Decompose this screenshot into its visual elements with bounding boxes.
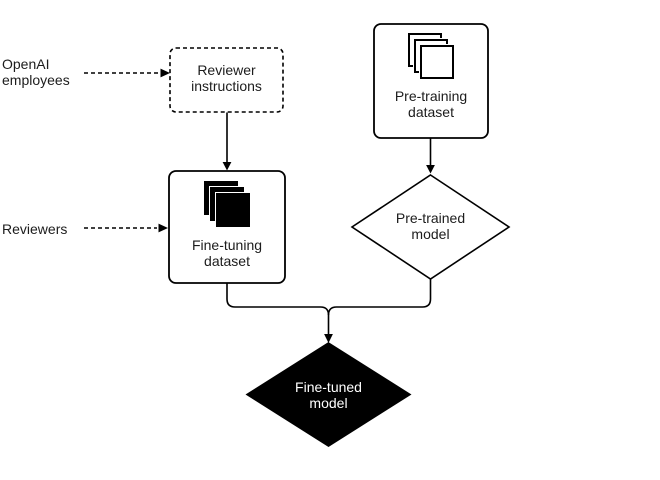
label-line: Fine-tuned [295, 379, 362, 395]
node-fine-tuning-dataset-label: Fine-tuning dataset [169, 237, 285, 269]
node-pre-training-dataset-shape [373, 23, 489, 139]
label-line: model [309, 395, 348, 411]
node-reviewer-instructions-label: Reviewer instructions [170, 62, 283, 94]
label-line: instructions [191, 78, 262, 94]
arrowhead-icon [324, 334, 333, 343]
node-pre-trained-model-label: Pre-trained model [360, 210, 501, 242]
node-reviewer-instructions-shape [169, 47, 284, 113]
stacked-pages-outline-icon [407, 32, 455, 80]
label-line: OpenAI [2, 56, 50, 72]
arrowhead-icon [160, 68, 170, 78]
node-pre-trained-model-shape [350, 174, 511, 280]
edge-merge-to-finetuned [226, 279, 432, 343]
node-fine-tuned-model-shape [245, 342, 412, 447]
arrowhead-icon [426, 165, 435, 174]
label-line: Pre-trained [395, 210, 466, 226]
edge-pretraining-to-pretrained [426, 138, 435, 174]
arrowhead-icon [222, 162, 232, 171]
label-line: Reviewers [2, 221, 68, 237]
label-openai-employees: OpenAI employees [2, 56, 70, 88]
edge-reviewers-to-finetuning [84, 223, 168, 233]
label-line: model [411, 226, 450, 242]
node-fine-tuned-model-label: Fine-tuned model [258, 379, 399, 411]
label-line: Reviewer [197, 62, 256, 78]
edge-openai-to-instructions [84, 68, 170, 78]
edge-instructions-to-finetuning [222, 112, 232, 171]
label-line: employees [2, 72, 70, 88]
arrowhead-icon [158, 223, 168, 233]
node-pre-training-dataset-label: Pre-training dataset [374, 88, 488, 120]
stacked-pages-filled-icon [203, 180, 251, 228]
label-line: Fine-tuning [191, 237, 263, 253]
label-line: dataset [204, 253, 250, 269]
label-reviewers: Reviewers [2, 221, 67, 237]
label-line: Pre-training [394, 88, 468, 104]
label-line: dataset [408, 104, 454, 120]
